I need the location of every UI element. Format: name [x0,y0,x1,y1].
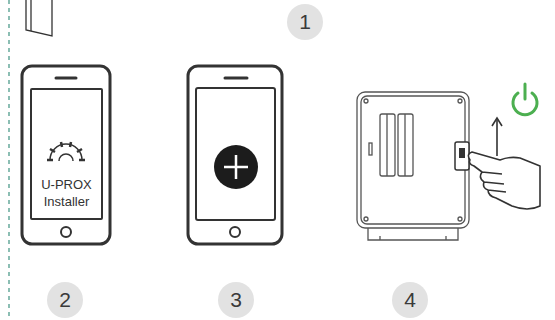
slide-arrow [492,118,502,156]
phone-app [22,66,110,244]
app-screen: U-PROX Installer [30,88,103,220]
step-number: 4 [392,282,428,318]
power-icon [513,84,537,115]
device-back [357,92,469,240]
node-text: 1 [299,10,311,34]
node-text: 3 [230,288,242,312]
step-number: 2 [47,282,83,318]
step-number: 1 [287,4,323,40]
booklet-icon [26,0,52,36]
pointing-hand [468,152,540,209]
dashed-guide [8,0,9,320]
step-number: 3 [218,282,254,318]
node-text: 4 [404,288,416,312]
phone-add [188,66,282,244]
node-text: 2 [59,288,71,312]
node-text: U-PROX Installer [35,176,98,210]
